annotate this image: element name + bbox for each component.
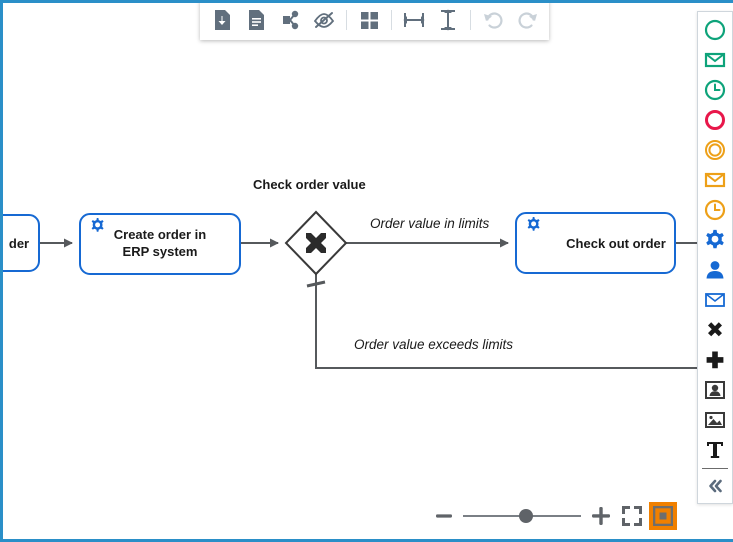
toolbar-separator: [346, 10, 347, 30]
parallel-gateway-icon[interactable]: [698, 345, 732, 375]
exclusive-gateway-x-icon: [306, 233, 326, 253]
palette-separator: [702, 468, 728, 469]
service-task-gear-icon: [527, 217, 540, 231]
flow-label-order-value-in-limits: Order value in limits: [370, 216, 490, 231]
zoom-in-icon[interactable]: [589, 504, 613, 528]
eye-hidden-icon[interactable]: [307, 5, 341, 35]
grid-icon[interactable]: [352, 5, 386, 35]
zoom-slider[interactable]: [463, 506, 581, 526]
node-gateway-check-order-value[interactable]: [284, 210, 348, 276]
intermediate-timer-event-icon[interactable]: [698, 195, 732, 225]
start-timer-event-icon[interactable]: [698, 75, 732, 105]
fit-viewport-button[interactable]: [649, 502, 677, 530]
pool-icon[interactable]: [698, 375, 732, 405]
service-task-icon[interactable]: [698, 225, 732, 255]
exclusive-gateway-icon[interactable]: [698, 315, 732, 345]
start-event-icon[interactable]: [698, 15, 732, 45]
collapse-palette-icon[interactable]: [698, 471, 732, 501]
task-create-order-label-line2: ERP system: [123, 244, 198, 259]
intermediate-event-icon[interactable]: [698, 135, 732, 165]
task-partial-left-label: der: [9, 236, 29, 251]
task-create-order-label-line1: Create order in: [114, 227, 207, 242]
undo-icon[interactable]: [476, 5, 510, 35]
flow-label-order-value-exceeds-limits: Order value exceeds limits: [354, 337, 513, 352]
align-vertical-icon[interactable]: [431, 5, 465, 35]
service-task-gear-icon: [91, 218, 104, 232]
element-palette: [697, 11, 733, 504]
share-icon[interactable]: [273, 5, 307, 35]
sequence-flows: [39, 238, 703, 369]
start-message-event-icon[interactable]: [698, 45, 732, 75]
align-horizontal-icon[interactable]: [397, 5, 431, 35]
diagram-canvas[interactable]: der Create order in ERP system: [3, 3, 733, 539]
intermediate-message-event-icon[interactable]: [698, 165, 732, 195]
text-annotation-icon[interactable]: [698, 435, 732, 465]
task-check-out-order-label: Check out order: [566, 236, 666, 251]
node-task-check-out-order[interactable]: Check out order: [515, 212, 676, 274]
toolbar-separator: [470, 10, 471, 30]
gateway-name-label: Check order value: [253, 177, 366, 192]
toolbar-separator: [391, 10, 392, 30]
editor-toolbar: [200, 3, 549, 40]
download-icon[interactable]: [205, 5, 239, 35]
document-icon[interactable]: [239, 5, 273, 35]
data-object-icon[interactable]: [698, 405, 732, 435]
zoom-controls: [433, 499, 677, 533]
redo-icon[interactable]: [510, 5, 544, 35]
sequence-flow-4-stub: [306, 280, 326, 288]
sequence-flow-4[interactable]: [315, 274, 703, 369]
send-task-icon[interactable]: [698, 285, 732, 315]
zoom-out-icon[interactable]: [433, 505, 455, 527]
fullscreen-icon[interactable]: [621, 505, 643, 527]
end-event-icon[interactable]: [698, 105, 732, 135]
user-task-icon[interactable]: [698, 255, 732, 285]
zoom-slider-thumb[interactable]: [519, 509, 533, 523]
node-task-create-order[interactable]: Create order in ERP system: [79, 213, 241, 275]
node-task-partial-left[interactable]: der: [3, 214, 40, 272]
